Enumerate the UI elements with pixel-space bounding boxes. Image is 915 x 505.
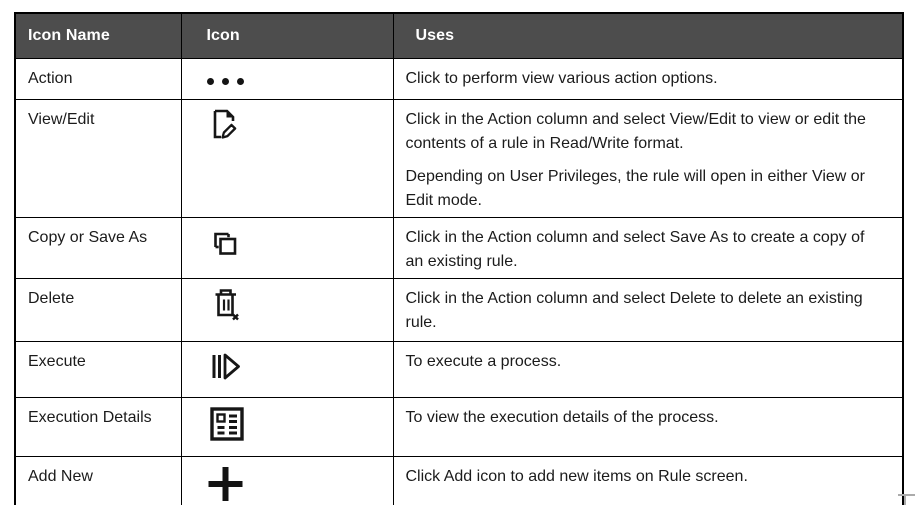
icon-name-cell: Action — [14, 57, 182, 100]
icon-cell — [180, 98, 394, 218]
uses-cell: Click in the Action column and select Vi… — [392, 98, 904, 218]
icon-cell — [180, 455, 394, 505]
icon-name-cell: Add New — [14, 455, 182, 505]
icon-name-cell: View/Edit — [14, 98, 182, 218]
column-header-uses: Uses — [392, 12, 904, 59]
table-row-copy-save-as: Copy or Save As Click in the Action colu… — [14, 216, 904, 279]
table-row-add-new: Add New Click Add icon to add new items … — [14, 455, 904, 505]
resize-corner-mark — [904, 496, 906, 505]
icon-name-cell: Execute — [14, 340, 182, 398]
execute-icon — [207, 348, 243, 385]
uses-text: Click to perform view various action opt… — [405, 69, 718, 87]
icon-cell — [180, 277, 394, 342]
icon-cell — [180, 340, 394, 398]
uses-text: Click in the Action column and select Vi… — [405, 110, 866, 152]
add-icon — [207, 463, 247, 505]
ellipsis-icon — [206, 77, 385, 85]
table-row-delete: Delete Click in the Actio — [14, 277, 904, 342]
execution-details-icon — [207, 404, 247, 444]
view-edit-icon — [207, 106, 241, 143]
uses-cell: Click in the Action column and select Sa… — [392, 216, 904, 279]
uses-cell: To view the execution details of the pro… — [392, 396, 904, 457]
column-header-icon: Icon — [180, 12, 394, 59]
uses-text: Depending on User Privileges, the rule w… — [405, 167, 866, 209]
uses-text: Click in the Action column and select Sa… — [405, 228, 865, 270]
icons-reference-table: Icon Name Icon Uses Action Click to perf… — [14, 12, 904, 505]
table-row-execution-details: Execution Details To view the execution — [14, 396, 904, 457]
column-header-icon-name: Icon Name — [14, 12, 182, 59]
uses-text: Click Add icon to add new items on Rule … — [405, 467, 748, 485]
icon-name-cell: Delete — [14, 277, 182, 342]
icon-cell — [180, 57, 394, 100]
delete-icon — [207, 285, 245, 326]
uses-cell: Click to perform view various action opt… — [392, 57, 904, 100]
resize-corner-mark — [898, 494, 915, 496]
icon-cell — [180, 396, 394, 457]
icon-name-cell: Copy or Save As — [14, 216, 182, 279]
uses-text: To execute a process. — [405, 352, 562, 370]
table-row-action: Action Click to perform view various act… — [14, 57, 904, 100]
copy-icon — [207, 224, 245, 262]
table-row-execute: Execute To execute a process. — [14, 340, 904, 398]
table-header-row: Icon Name Icon Uses — [14, 12, 904, 59]
uses-text: To view the execution details of the pro… — [405, 408, 719, 426]
uses-text: Click in the Action column and select De… — [405, 289, 863, 331]
table-row-view-edit: View/Edit Click in the Action column and… — [14, 98, 904, 218]
uses-cell: Click Add icon to add new items on Rule … — [392, 455, 904, 505]
icon-name-cell: Execution Details — [14, 396, 182, 457]
uses-cell: To execute a process. — [392, 340, 904, 398]
uses-cell: Click in the Action column and select De… — [392, 277, 904, 342]
icon-cell — [180, 216, 394, 279]
